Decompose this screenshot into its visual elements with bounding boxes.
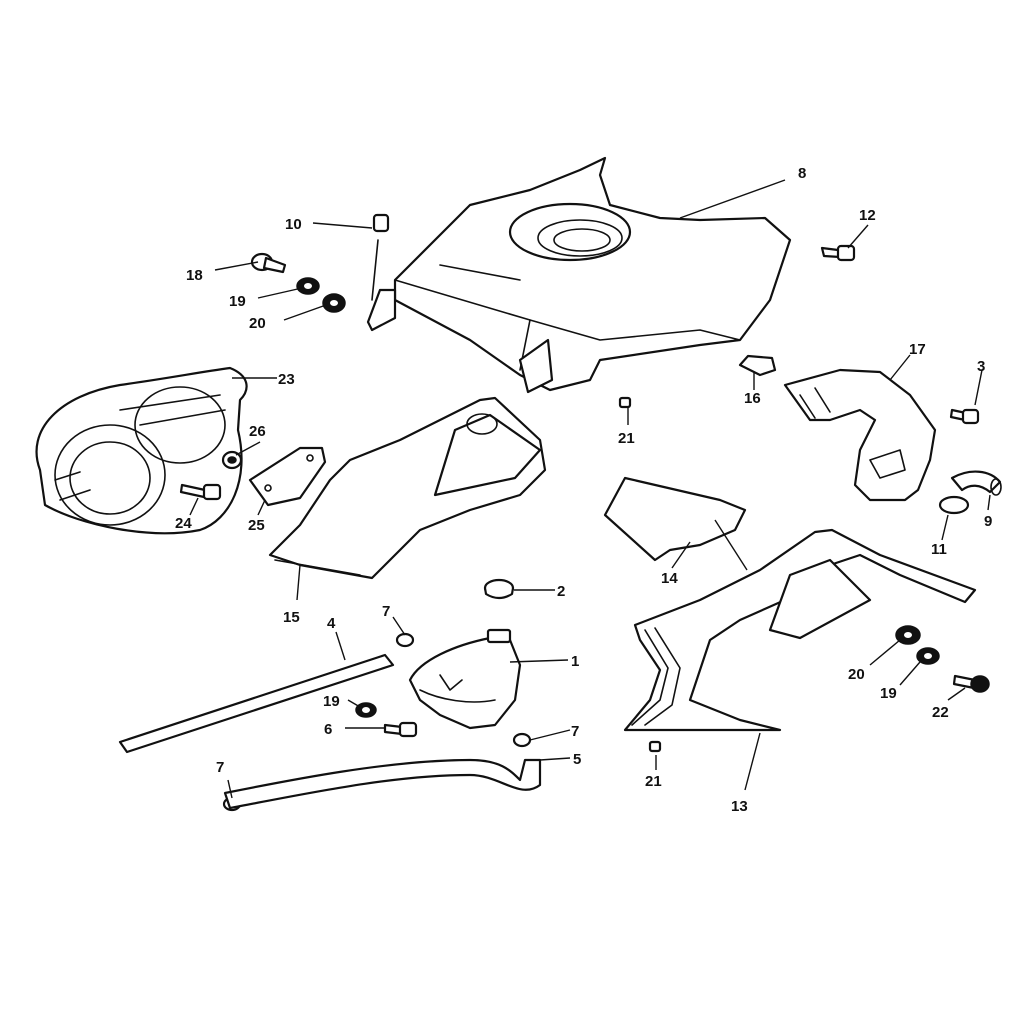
part-9-elbow	[950, 470, 1002, 496]
part-13-right-side-panel	[623, 528, 977, 732]
callout-26: 26	[249, 423, 266, 440]
callout-23: 23	[278, 371, 295, 388]
callout-21-bottom: 21	[645, 773, 662, 790]
part-5-hose	[223, 758, 542, 810]
callout-8: 8	[798, 165, 806, 182]
part-20-washer-right	[895, 625, 921, 645]
callout-6: 6	[324, 721, 332, 738]
leader-lines	[189, 179, 991, 799]
part-23-belt-cover	[35, 366, 248, 535]
part-25-bracket	[248, 446, 327, 507]
callout-3: 3	[977, 358, 985, 375]
callout-labels: 8 10 18 19 20 12 23 17 3 16 21 26 24 25 …	[175, 165, 992, 815]
callout-24: 24	[175, 515, 192, 532]
part-16-clip	[738, 354, 777, 377]
part-8-tank-cover	[366, 156, 792, 394]
callout-13: 13	[731, 798, 748, 815]
part-17-air-duct	[783, 368, 937, 502]
callout-12: 12	[859, 207, 876, 224]
part-19-washer-left	[296, 277, 320, 295]
part-18-grommet-left	[250, 252, 287, 274]
callout-17: 17	[909, 341, 926, 358]
part-21-nut-bottom	[648, 740, 662, 753]
callout-22: 22	[932, 704, 949, 721]
part-22-grommet	[952, 674, 990, 693]
callout-1: 1	[571, 653, 579, 670]
part-21-nut-top	[618, 396, 632, 409]
part-14-cover-plate	[603, 476, 747, 562]
part-26-bushing	[221, 450, 243, 470]
callout-9: 9	[984, 513, 992, 530]
part-12-bolt	[820, 244, 856, 262]
callout-4: 4	[327, 615, 336, 632]
callout-16: 16	[744, 390, 761, 407]
part-15-left-side-panel	[268, 396, 547, 580]
callout-7-right: 7	[571, 723, 579, 740]
callout-7-bottom: 7	[216, 759, 224, 776]
part-4-hose	[118, 653, 395, 754]
part-1-reservoir	[408, 628, 522, 730]
part-6-bolt	[383, 721, 418, 738]
part-7-clamp-top	[395, 632, 415, 648]
callout-19-center: 19	[323, 693, 340, 710]
part-20-washer-left	[322, 293, 346, 313]
part-11-clamp	[938, 495, 970, 515]
callout-7-top: 7	[382, 603, 390, 620]
part-19-washer-right	[916, 647, 940, 665]
callout-14: 14	[661, 570, 678, 587]
callout-19-left: 19	[229, 293, 246, 310]
callout-5: 5	[573, 751, 581, 768]
part-3-bolt	[949, 408, 980, 425]
part-7-clamp-right	[512, 732, 532, 748]
part-19-washer-center	[355, 702, 377, 718]
callout-19-right: 19	[880, 685, 897, 702]
callout-21-top: 21	[618, 430, 635, 447]
callout-15: 15	[283, 609, 300, 626]
part-10-nut	[371, 213, 390, 301]
callout-18: 18	[186, 267, 203, 284]
callout-20-left: 20	[249, 315, 266, 332]
callout-11: 11	[931, 541, 947, 558]
part-24-bolt	[179, 483, 222, 501]
part-2-cap	[483, 578, 515, 600]
callout-20-right: 20	[848, 666, 865, 683]
callout-10: 10	[285, 216, 302, 233]
callout-25: 25	[248, 517, 265, 534]
callout-2: 2	[557, 583, 565, 600]
